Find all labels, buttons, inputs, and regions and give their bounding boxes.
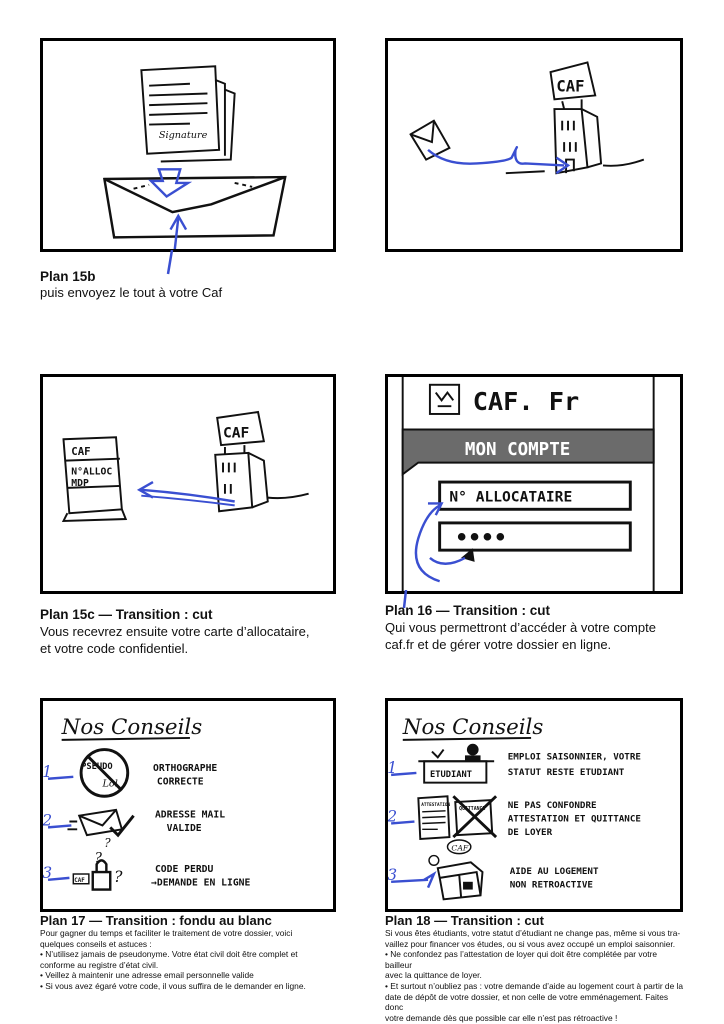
account-banner: MON COMPTE: [465, 440, 570, 460]
pointer-arrow-tail: [166, 250, 174, 275]
plan-line: • Et surtout n’oubliez pas : votre deman…: [385, 980, 684, 991]
plan-line: avec la quittance de loyer.: [385, 970, 482, 981]
plan-line: Pour gagner du temps et faciliter le tra…: [40, 928, 293, 938]
signature-text: Signature: [159, 130, 208, 141]
caption-plan-15c: Plan 15c — Transition : cut Vous recevre…: [40, 606, 340, 657]
question-mark: ?: [95, 850, 103, 866]
tip-2a: ADRESSE MAIL: [155, 810, 225, 821]
tip-2b: VALIDE: [167, 823, 202, 834]
tip-3a: AIDE AU LOGEMENT: [510, 866, 599, 877]
plan-line: • Ne confondez pas l’attestation de loye…: [385, 949, 658, 970]
card-alloc: N°ALLOC: [71, 466, 112, 477]
frame-plan-15c: CAF N°ALLOC MDP CAF: [40, 374, 336, 594]
pointer-arrow-tail: [402, 590, 408, 609]
tip-1a: EMPLOI SAISONNIER, VOTRE: [508, 751, 641, 762]
sketch-caf-website: CAF. Fr MON COMPTE N° ALLOCATAIRE ••••: [401, 377, 655, 591]
bubble-caf: CAF: [451, 844, 469, 853]
allocataire-field: N° ALLOCATAIRE: [449, 489, 572, 506]
plan-line: et votre code confidentiel.: [40, 641, 189, 656]
plan-title: Plan 15c — Transition : cut: [40, 607, 213, 622]
frame-plan-15b-right: CAF: [385, 38, 683, 252]
plan-line: Vous recevrez ensuite votre carte d’allo…: [40, 624, 310, 639]
plan-line: • Veillez à maintenir une adresse email …: [40, 970, 254, 981]
num-3: 3: [388, 866, 397, 884]
tip-3b: →DEMANDE EN LIGNE: [151, 878, 250, 889]
tip-2b: ATTESTATION ET QUITTANCE: [508, 814, 641, 825]
sketch-conseils-17: Nos Conseils 1 PSEUDO Lol ORTHOGRAPHE CO…: [43, 715, 251, 891]
tip-1a: ORTHOGRAPHE: [153, 763, 217, 774]
num-1: 1: [388, 759, 397, 777]
site-title: CAF. Fr: [473, 387, 580, 416]
sketch-card-from-caf: CAF N°ALLOC MDP CAF: [61, 410, 309, 522]
plan-line: caf.fr et de gérer votre dossier en lign…: [385, 637, 612, 652]
num-2: 2: [388, 808, 397, 826]
plan-line: quelques conseils et astuces :: [40, 938, 152, 949]
lol-text: Lol: [101, 779, 117, 790]
caf-sign: CAF: [556, 78, 584, 96]
question-mark: ?: [114, 868, 123, 886]
plan-line: Qui vous permettront d’accéder à votre c…: [385, 620, 656, 635]
plan-line: vaillez pour financer vos études, ou si …: [385, 938, 676, 949]
sketch-conseils-18: Nos Conseils 1 ETUDIANT EMPLOI SAISONNIE…: [388, 715, 641, 901]
plan-title: Plan 18 — Transition : cut: [385, 913, 544, 928]
frame-plan-18: Nos Conseils 1 ETUDIANT EMPLOI SAISONNIE…: [385, 698, 683, 912]
doc-attestation: ATTESTATION: [421, 802, 450, 808]
sketch-envelope-documents: Signature: [102, 65, 287, 249]
plan-title: Plan 15b: [40, 269, 96, 284]
num-1: 1: [43, 763, 52, 781]
tip-3b: NON RETROACTIVE: [510, 880, 593, 891]
tip-2a: NE PAS CONFONDRE: [508, 800, 597, 811]
tip-1b: STATUT RESTE ETUDIANT: [508, 767, 625, 778]
question-mark: ?: [104, 836, 111, 850]
doc-quittance: QUITTANCE: [459, 806, 485, 812]
plan-line: puis envoyez le tout à votre Caf: [40, 285, 223, 300]
caption-plan-15b: Plan 15b puis envoyez le tout à votre Ca…: [40, 269, 336, 301]
tip-2c: DE LOYER: [508, 827, 553, 838]
num-2: 2: [43, 811, 52, 829]
num-3: 3: [43, 864, 52, 882]
plan-line: date de dépôt de votre dossier, et non c…: [385, 991, 669, 1013]
caf-sign: CAF: [223, 424, 249, 441]
caption-plan-16: Plan 16 — Transition : cut Qui vous perm…: [385, 602, 685, 653]
tip-1b: CORRECTE: [157, 777, 204, 788]
plan-title: Plan 16 — Transition : cut: [385, 603, 551, 618]
sketch-envelope-to-caf: CAF: [409, 61, 645, 175]
caption-plan-17: Plan 17 — Transition : fondu au blanc Po…: [40, 913, 340, 992]
plan-line: • Si vous avez égaré votre code, il vous…: [40, 980, 306, 991]
desk-label: ETUDIANT: [430, 770, 472, 780]
tip-3a: CODE PERDU: [155, 864, 214, 875]
frame-plan-15b: Signature: [40, 38, 336, 252]
card-mdp: MDP: [71, 478, 89, 489]
frame-plan-17: Nos Conseils 1 PSEUDO Lol ORTHOGRAPHE CO…: [40, 698, 336, 912]
lock-caf: CAF: [74, 878, 85, 884]
conseils-heading: Nos Conseils: [61, 715, 203, 740]
plan-line: votre demande dès que possible car elle …: [385, 1012, 618, 1023]
caption-plan-18: Plan 18 — Transition : cut Si vous êtes …: [385, 913, 685, 1023]
frame-plan-16: CAF. Fr MON COMPTE N° ALLOCATAIRE ••••: [385, 374, 683, 594]
pseudo-text: PSEUDO: [81, 762, 113, 772]
plan-line: Si vous êtes étudiants, votre statut d’é…: [385, 928, 681, 938]
plan-line: conforme au registre d’état civil.: [40, 959, 159, 970]
plan-title: Plan 17 — Transition : fondu au blanc: [40, 913, 272, 928]
password-field: ••••: [455, 525, 507, 550]
conseils-heading: Nos Conseils: [402, 715, 544, 740]
plan-line: • N’utilisez jamais de pseudonyme. Votre…: [40, 949, 298, 960]
card-caf: CAF: [71, 445, 90, 458]
